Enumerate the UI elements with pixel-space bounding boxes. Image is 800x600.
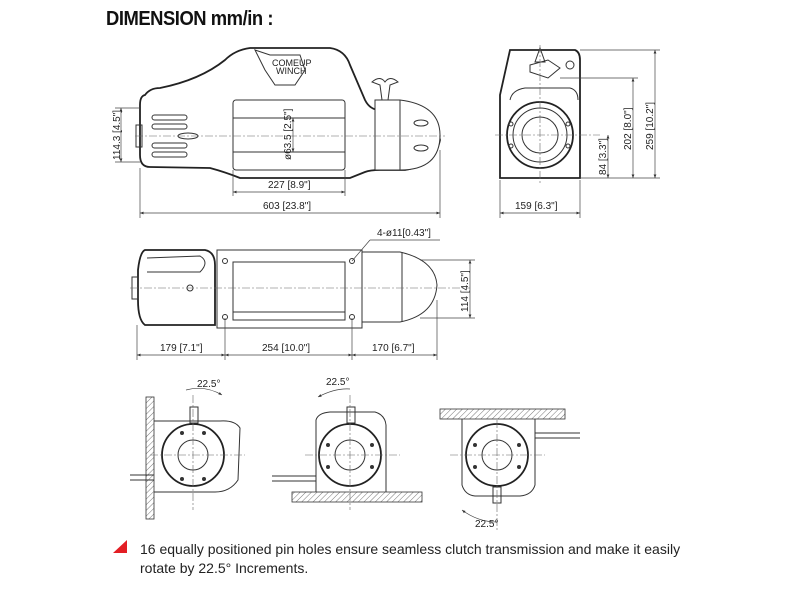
angle-label: 22.5° xyxy=(326,377,349,388)
red-triangle-bullet-icon xyxy=(113,540,127,553)
angle-label: 22.5° xyxy=(475,519,498,530)
rotation-view-floor: 22.5° xyxy=(272,377,423,510)
side-view: COMEUP WINCH 114.3 [4.5"] ø63.5 [2.5"] 2… xyxy=(112,47,445,218)
end-view: 259 [10.2"] 202 [8.0"] 84 [3.3"] 159 [6.… xyxy=(495,45,660,218)
width-dimension: 159 [6.3"] xyxy=(515,201,558,212)
mounting-holes-label: 4-ø11[0.43"] xyxy=(377,228,431,239)
angle-label: 22.5° xyxy=(197,379,220,390)
middle-length-dimension: 254 [10.0"] xyxy=(262,343,310,354)
mid-height-dimension: 202 [8.0"] xyxy=(623,107,634,150)
right-length-dimension: 170 [6.7"] xyxy=(372,343,415,354)
total-height-dimension: 259 [10.2"] xyxy=(645,102,656,150)
logo-text: COMEUP xyxy=(272,58,312,68)
top-height-dimension: 114 [4.5"] xyxy=(460,270,471,312)
drum-length-dimension: 227 [8.9"] xyxy=(268,180,311,191)
rotation-view-ceiling: 22.5° xyxy=(439,408,580,530)
rotation-view-wall: 22.5° xyxy=(130,379,245,520)
drum-diameter-dimension: ø63.5 [2.5"] xyxy=(283,108,294,160)
height-dimension: 114.3 [4.5"] xyxy=(112,110,123,160)
feature-note: 16 equally positioned pin holes ensure s… xyxy=(140,541,681,576)
page-title: DIMENSION mm/in : xyxy=(106,8,273,30)
total-length-dimension: 603 [23.8"] xyxy=(263,201,311,212)
logo-text: WINCH xyxy=(276,66,307,76)
left-length-dimension: 179 [7.1"] xyxy=(160,343,203,354)
top-view: 4-ø11[0.43"] 114 [4.5"] 179 [7.1"] 254 [… xyxy=(130,228,475,360)
axis-height-dimension: 84 [3.3"] xyxy=(598,138,609,175)
